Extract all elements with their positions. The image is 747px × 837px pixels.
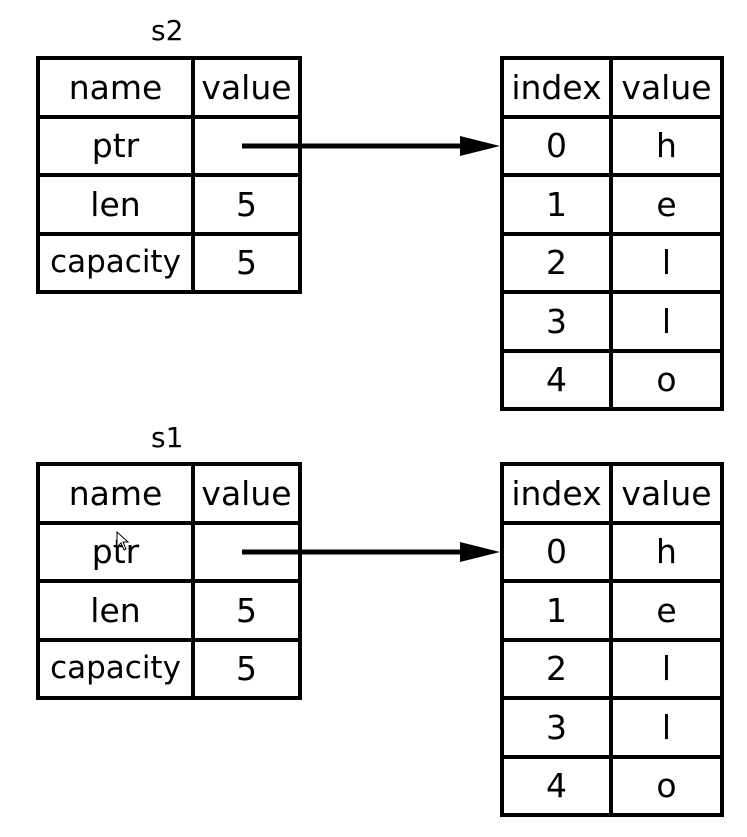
char-cell: l — [609, 290, 724, 353]
table-row: 1 e — [500, 173, 724, 236]
char-cell: e — [609, 579, 724, 642]
index-cell: 1 — [500, 173, 613, 236]
table-row: 4 o — [500, 348, 724, 411]
pointer-arrow-s1 — [242, 542, 500, 562]
variable-label-s2: s2 — [151, 14, 184, 47]
index-cell: 3 — [500, 696, 613, 759]
table-row: 3 l — [500, 290, 724, 353]
field-value-cell: 5 — [191, 637, 302, 700]
index-cell: 4 — [500, 754, 613, 817]
table-row: 3 l — [500, 696, 724, 759]
header-value: value — [609, 462, 724, 525]
table-row: len 5 — [36, 173, 302, 236]
header-index: index — [500, 56, 613, 119]
header-value: value — [191, 462, 302, 525]
table-row: len 5 — [36, 579, 302, 642]
mouse-pointer-icon — [116, 531, 130, 551]
char-cell: l — [609, 637, 724, 700]
index-cell: 0 — [500, 520, 613, 583]
field-name-cell: ptr — [36, 520, 195, 583]
header-name: name — [36, 462, 195, 525]
table-header-row: name value — [36, 462, 302, 525]
field-value-cell: 5 — [191, 173, 302, 236]
index-cell: 4 — [500, 348, 613, 411]
index-cell: 2 — [500, 231, 613, 294]
header-index: index — [500, 462, 613, 525]
header-name: name — [36, 56, 195, 119]
char-cell: o — [609, 754, 724, 817]
table-row: 1 e — [500, 579, 724, 642]
index-cell: 3 — [500, 290, 613, 353]
table-header-row: name value — [36, 56, 302, 119]
table-row: 2 l — [500, 231, 724, 294]
table-header-row: index value — [500, 462, 724, 525]
table-row: 4 o — [500, 754, 724, 817]
char-cell: l — [609, 231, 724, 294]
field-name-cell: len — [36, 173, 195, 236]
pointer-arrow-s2 — [242, 136, 500, 156]
table-row: 0 h — [500, 520, 724, 583]
header-value: value — [191, 56, 302, 119]
table-header-row: index value — [500, 56, 724, 119]
heap-table-s2: index value 0 h 1 e 2 l 3 l 4 o — [500, 56, 724, 411]
field-value-cell: 5 — [191, 579, 302, 642]
field-name-cell: ptr — [36, 114, 195, 177]
char-cell: h — [609, 520, 724, 583]
field-name-cell: capacity — [36, 637, 195, 700]
variable-label-s1: s1 — [151, 421, 184, 454]
stack-table-s2: name value ptr len 5 capacity 5 — [36, 56, 302, 294]
char-cell: h — [609, 114, 724, 177]
table-row: capacity 5 — [36, 637, 302, 700]
heap-table-s1: index value 0 h 1 e 2 l 3 l 4 o — [500, 462, 724, 817]
index-cell: 2 — [500, 637, 613, 700]
header-value: value — [609, 56, 724, 119]
char-cell: l — [609, 696, 724, 759]
table-row: capacity 5 — [36, 231, 302, 294]
index-cell: 0 — [500, 114, 613, 177]
char-cell: o — [609, 348, 724, 411]
index-cell: 1 — [500, 579, 613, 642]
char-cell: e — [609, 173, 724, 236]
field-name-cell: capacity — [36, 231, 195, 294]
table-row: 0 h — [500, 114, 724, 177]
table-row: 2 l — [500, 637, 724, 700]
field-name-cell: len — [36, 579, 195, 642]
stack-table-s1: name value ptr len 5 capacity 5 — [36, 462, 302, 700]
field-value-cell: 5 — [191, 231, 302, 294]
